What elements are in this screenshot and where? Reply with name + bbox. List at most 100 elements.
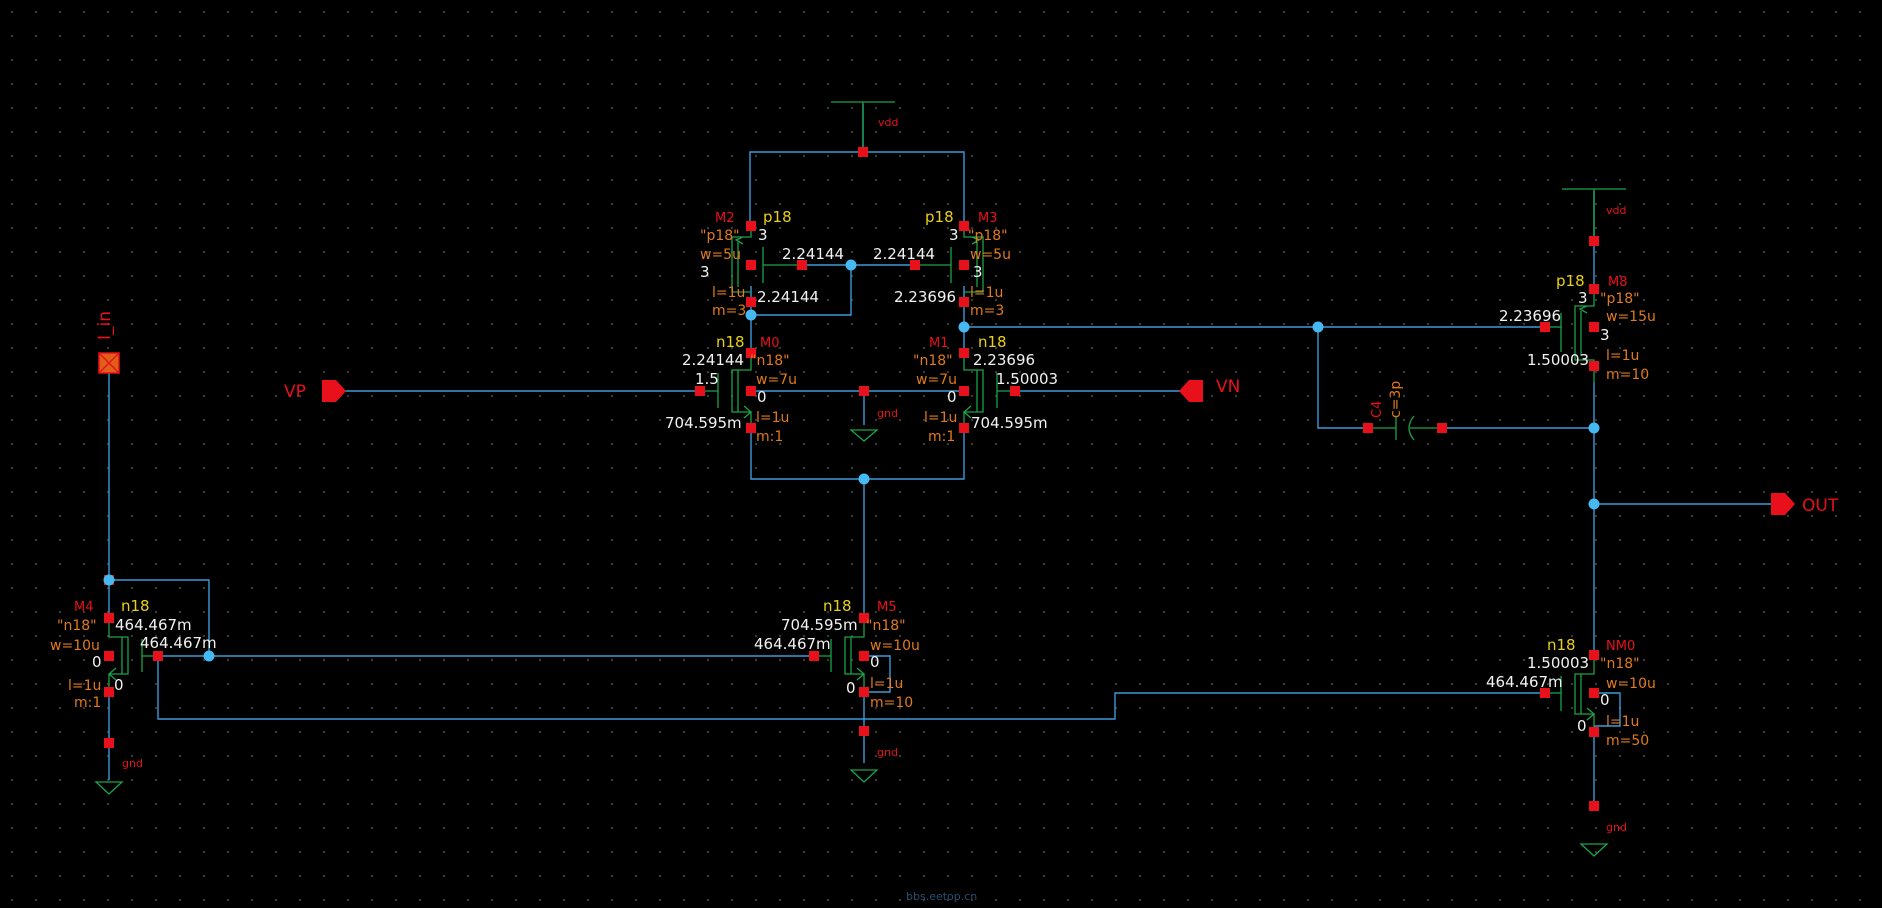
wire[interactable] (109, 579, 210, 656)
multiplier-M8: m=10 (1606, 367, 1649, 383)
labels: vdd vdd gnd gnd gnd gnd VP VN OUT I_in M… (50, 116, 1839, 903)
cell-label-M4: "n18" (57, 618, 97, 634)
nmos-NM0[interactable] (1545, 655, 1595, 732)
junctions (103, 259, 1600, 662)
pin-marker[interactable] (859, 687, 869, 697)
pin-marker[interactable] (104, 738, 114, 748)
wire[interactable] (863, 151, 965, 226)
port-i_in[interactable] (98, 352, 120, 374)
voltage-M3-top: 3 (949, 226, 959, 244)
wire[interactable] (157, 656, 1545, 720)
pin-marker[interactable] (104, 651, 114, 661)
nmos-M5[interactable] (814, 618, 865, 692)
vdd-supply-symbol[interactable] (831, 101, 895, 150)
ground-symbol[interactable] (1579, 843, 1609, 857)
ground-symbol[interactable] (849, 769, 879, 783)
cell-label-M8: "p18" (1600, 291, 1640, 307)
multiplier-M2: m=3 (712, 303, 746, 319)
pin-marker[interactable] (746, 423, 756, 433)
pin-marker[interactable] (1589, 322, 1599, 332)
voltage-M8-gate: 2.23696 (1499, 307, 1561, 325)
ports (98, 352, 1795, 515)
pin-marker[interactable] (910, 260, 920, 270)
wire[interactable] (751, 265, 852, 316)
cell-label-M5: "n18" (866, 618, 906, 634)
port-vn[interactable] (1179, 380, 1203, 402)
nmos-M4[interactable] (108, 618, 158, 692)
pin-marker[interactable] (959, 423, 969, 433)
pin-marker[interactable] (859, 613, 869, 623)
voltage-M3-bot: 3 (973, 263, 983, 281)
pin-marker[interactable] (1010, 386, 1020, 396)
pin-marker[interactable] (859, 386, 869, 396)
pin-marker[interactable] (1540, 688, 1550, 698)
pin-marker[interactable] (1363, 423, 1373, 433)
width-M8: w=15u (1606, 309, 1656, 325)
pin-marker[interactable] (959, 297, 969, 307)
pin-marker[interactable] (746, 221, 756, 231)
pin-marker[interactable] (1437, 423, 1447, 433)
width-M3: w=5u (970, 247, 1011, 263)
vdd-supply-symbol[interactable] (1562, 188, 1626, 238)
pmos-M3[interactable] (915, 226, 984, 293)
pin-marker[interactable] (1589, 284, 1599, 294)
pin-marker[interactable] (746, 297, 756, 307)
ground-symbol[interactable] (849, 429, 879, 442)
multiplier-M3: m=3 (970, 303, 1004, 319)
pin-marker[interactable] (746, 348, 756, 358)
pin-marker[interactable] (1589, 727, 1599, 737)
pin-marker[interactable] (959, 386, 969, 396)
voltage-M3-drain: 2.23696 (894, 288, 956, 306)
pin-marker[interactable] (858, 147, 868, 157)
instance-name-M1: M1 (929, 336, 949, 351)
pin-marker[interactable] (797, 260, 807, 270)
nmos-M1[interactable] (963, 353, 1015, 428)
pin-marker[interactable] (809, 651, 819, 661)
net-label-gnd: gnd (1606, 821, 1627, 834)
pin-marker[interactable] (859, 726, 869, 736)
pin-marker[interactable] (746, 260, 756, 270)
capacitor-C4[interactable] (1368, 415, 1442, 441)
voltage-M4-gate: 464.467m (140, 634, 217, 652)
voltage-M2-top: 3 (758, 226, 768, 244)
voltage-M1-bulk: 0 (947, 388, 957, 406)
pin-marker[interactable] (1589, 650, 1599, 660)
pin-marker[interactable] (959, 348, 969, 358)
wire[interactable] (1317, 327, 1368, 429)
port-vp[interactable] (322, 380, 346, 402)
model-label-M3: p18 (925, 208, 954, 226)
nmos-M0[interactable] (700, 353, 752, 428)
multiplier-M4: m:1 (74, 695, 101, 711)
voltage-M3-gate: 2.24144 (873, 245, 935, 263)
pin-marker[interactable] (153, 651, 163, 661)
ground-symbol[interactable] (94, 781, 124, 795)
pin-marker[interactable] (746, 386, 756, 396)
wire[interactable] (864, 655, 891, 693)
voltage-M8-bot: 3 (1600, 326, 1610, 344)
pin-marker[interactable] (1589, 688, 1599, 698)
pin-marker[interactable] (859, 651, 869, 661)
pin-marker[interactable] (104, 613, 114, 623)
net-label-gnd: gnd (122, 757, 143, 770)
pin-marker[interactable] (1540, 322, 1550, 332)
width-M5: w=10u (870, 638, 920, 654)
pin-marker[interactable] (1589, 236, 1599, 246)
pin-marker[interactable] (1589, 361, 1599, 371)
voltage-M2-drain: 2.24144 (757, 288, 819, 306)
voltage-M4-drain: 464.467m (115, 616, 192, 634)
model-label-NM0: n18 (1547, 636, 1576, 654)
pin-marker[interactable] (695, 386, 705, 396)
pin-marker[interactable] (959, 221, 969, 231)
pin-marker[interactable] (104, 687, 114, 697)
instance-name-NM0: NM0 (1606, 639, 1635, 654)
length-NM0: l=1u (1606, 714, 1639, 730)
pin-marker[interactable] (959, 260, 969, 270)
cell-label-M2: "p18" (700, 228, 740, 244)
wire[interactable] (749, 151, 863, 226)
port-out[interactable] (1771, 493, 1795, 515)
wire[interactable] (750, 428, 965, 480)
pmos-M2[interactable] (731, 226, 800, 293)
wire[interactable] (1594, 692, 1621, 727)
pin-marker[interactable] (1589, 801, 1599, 811)
